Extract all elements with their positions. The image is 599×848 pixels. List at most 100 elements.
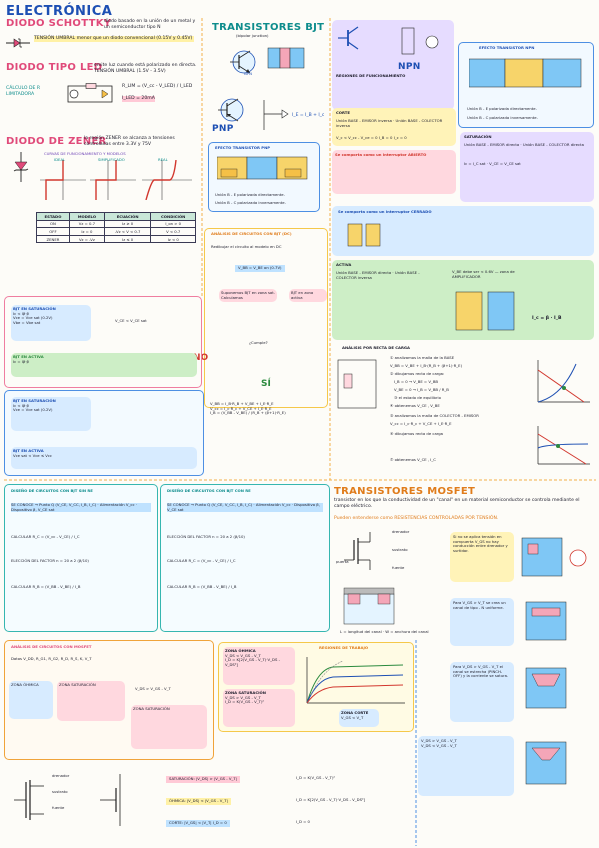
load-line-graph-collector — [537, 426, 590, 465]
interruptor-cerrado-box: Se comporta como un interruptor CERRADO — [332, 206, 594, 256]
efecto-npn-title: EFECTO TRANSISTOR NPN — [479, 45, 535, 50]
led-text: emite luz cuando está polarizado en dire… — [94, 63, 197, 74]
schottky-note: TENSIÓN UMBRAL menor que un diodo conven… — [34, 36, 194, 42]
npn-header-box: NPN REGIONES DE FUNCIONAMIENTO — [332, 20, 454, 110]
mosfet-note-box-3: Para V_DS > V_GS - V_T el canal se estre… — [450, 662, 514, 722]
npn-union-be: Unión B - E polarizada directamente. — [467, 106, 537, 111]
design-given-2: SE CONOCE → Punto Q (V_CE, V_CC, I_B, I_… — [167, 502, 323, 513]
zener-curve-ideal — [40, 160, 86, 200]
bjt-act-line: Vce sat < Vce ≤ Vcc — [13, 452, 53, 458]
zener-text: la región ZENER se alcanza a tensiones c… — [84, 136, 175, 147]
zener-label-simplified: SIMPLIFICADO — [98, 157, 125, 162]
mosfet-analysis-title: ANÁLISIS DE CIRCUITOS CON MOSFET — [11, 644, 92, 649]
summary-formula: I_D = 0 — [296, 819, 310, 824]
bjt-act-line: Ic = Iβ·β — [13, 358, 29, 364]
npn-union-bc: Unión B - C polarizada inversamente. — [467, 115, 538, 120]
saturacion-formula: Ic = I_C sat · V_CE = V_CE sat — [464, 161, 521, 166]
bjt-compare: ¿Cumple? — [249, 340, 268, 345]
mosfet-note-diagram-4 — [525, 741, 567, 785]
bjt-act-title-2: BJT EN ACTIVA — [13, 448, 44, 453]
bjt-layers-diagram — [267, 47, 305, 69]
mosfet-ohmic-formula: I_D = K[2(V_GS - V_T)·V_DS - V_DS²] — [225, 657, 280, 667]
mosfet-sat-label: ZONA SATURACIÓN — [225, 690, 266, 695]
design-step-2: CALCULAR R_C = (V_cc - V_CE) / I_C — [167, 558, 236, 563]
mosfet-terminal-label: sustrato — [392, 547, 408, 552]
bjt-sat-title-2: BJT EN SATURACIÓN — [13, 398, 56, 403]
bjt-sat-line: Vce = Vce sat (0.2V) — [13, 315, 53, 321]
mosfet-bottom-terminal: drenador — [52, 773, 70, 778]
mosfet-note-box-2: Para V_GS > V_T se crea un canal de tipo… — [450, 598, 514, 646]
pnp-union-be: Unión B - E polarizada directamente. — [215, 192, 285, 197]
bjt-act-box-2: BJT EN ACTIVA Vce sat < Vce ≤ Vcc — [11, 447, 197, 469]
npn-label-small: NPN — [244, 71, 252, 76]
efecto-pnp-title: EFECTO TRANSISTOR PNP — [215, 145, 271, 150]
bjt-compare-vce: V_CE < V_CE sat — [115, 318, 147, 323]
load-line-step: ③ el estado de equilibrio — [394, 395, 441, 400]
saturacion-cond: Unión BASE - EMISOR directa · Unión BASE… — [464, 142, 584, 147]
corte-box: CORTE Unión BASE - EMISOR inversa · Unió… — [332, 108, 456, 146]
load-line-title: ANÁLISIS POR RECTA DE CARGA — [342, 345, 410, 350]
mosfet-corte-box: ZONA CORTE V_GS < V_T — [339, 709, 379, 727]
saturacion-label: SATURACIÓN — [464, 134, 492, 139]
design-con-re-title: DISEÑO DE CIRCUITOS CON BJT CON RE — [167, 488, 251, 493]
mosfet-terminal-label: drenador — [392, 529, 410, 534]
mosfet-ohmic-box: ZONA ÓHMICA V_DS < V_GS - V_T I_D = K[2(… — [223, 647, 295, 685]
zener-models-label: CURVAS DE FUNCIONAMIENTO Y MODELOS — [44, 151, 126, 156]
mosfet-ohmic-label: ZONA ÓHMICA — [225, 648, 256, 653]
mosfet-summary: SATURACIÓN: |V_DS| > |V_GS - V_T| ÓHMICA… — [166, 775, 416, 842]
zener-curve-simplified — [90, 160, 136, 200]
interruptor-cerrado-text: Se comporta como un interruptor CERRADO — [338, 209, 432, 214]
mosfet-note: Para V_GS > V_T se crea un canal de tipo… — [453, 600, 506, 610]
corte-label: CORTE — [336, 110, 350, 115]
load-line-step: ⑦ obtenemos V_CE , I_C — [390, 457, 436, 462]
bjt-vbe-box: V_BB = V_BE on (0.7V) — [235, 265, 285, 272]
mosfet-note-box: Si no se aplica tensión en compuerta V_G… — [450, 532, 514, 582]
load-line-step: I_B = 0 → V_BE = V_BB — [394, 379, 439, 384]
design-step-2: CALCULAR R_B = (V_BB - V_BE) / I_B — [167, 584, 237, 589]
bjt-act-box: BJT EN ACTIVA Ic = Iβ·β — [11, 353, 197, 377]
activa-label: ACTIVA — [336, 262, 352, 267]
summary-line: ÓHMICA: |V_DS| < |V_GS - V_T| — [166, 798, 231, 805]
mosfet-sat-cond: V_DS > V_GS - V_T — [421, 738, 457, 743]
load-line-step: ① analizamos la malla de la BASE — [390, 355, 455, 360]
mosfet-bottom-circuit — [100, 774, 121, 826]
bjt-sat-line: Vce = Vce sat (0.2V) — [13, 407, 53, 413]
mosfet-intro-2: Pueden entenderse como RESISTENCIAS CONT… — [334, 516, 499, 521]
mosfet-bottom-terminal: fuente — [52, 805, 65, 810]
bjt-subtitle: (bipolar junction) — [236, 33, 269, 38]
page-title: ELECTRÓNICA — [6, 4, 113, 19]
led-circuit-diagram — [67, 83, 113, 103]
corte-cond: Unión BASE - EMISOR inversa · Unión BASE… — [336, 118, 443, 128]
npn-circuit-diagram — [401, 27, 439, 55]
bjt-act-title: BJT EN ACTIVA — [13, 354, 44, 359]
design-given: SE CONOCE → Punto Q (V_CE, V_CC, I_B, I_… — [11, 502, 151, 513]
mosfet-length-note: L = longitud del canal · W = anchura del… — [340, 629, 429, 634]
efecto-npn-box: EFECTO TRANSISTOR NPN Unión B - E polari… — [458, 42, 594, 128]
load-line-step: ⑥ dibujamos recta de carga — [390, 431, 444, 436]
design-step: ELECCIÓN DEL FACTOR n = 20 a 2 (β/10) — [11, 558, 89, 563]
summary-formula: I_D = K(V_GS - V_T)² — [296, 775, 335, 780]
load-line-section: ANÁLISIS POR RECTA DE CARGA ① analizamos… — [332, 345, 596, 476]
mosfet-structure-diagram — [343, 587, 395, 625]
bjt-analysis-step: Redibujar el circuito al modelo en DC — [211, 244, 282, 249]
load-line-graph-base — [537, 360, 590, 403]
bjt-mid-formulas: V_BB = I_B·R_B + V_BE + I_E·R_E V_cc = I… — [210, 401, 286, 416]
interruptor-abierto-box: Se comporta como un interruptor ABIERTO — [332, 150, 456, 194]
bjt-sat-line: Ic < Iβ·β — [13, 310, 29, 316]
led-circuit-note: CÁLCULO DE R LIMITADORA — [6, 86, 41, 97]
mosfet-note: Si no se aplica tensión en compuerta V_G… — [453, 534, 508, 553]
mosfet-ohmic-left-box: ZONA ÓHMICA — [9, 681, 53, 719]
bjt-state-box-2: BJT EN SATURACIÓN Ic < Iβ·β Vce = Vce sa… — [4, 390, 204, 476]
zener-table: ESTADO MODELO ECUACIÓN CONDICIÓN ON Vz =… — [36, 212, 196, 244]
mosfet-symbol-icon — [344, 532, 371, 570]
mosfet-note-diagram-3 — [525, 667, 567, 709]
table-row: ZENER Vz = -Vz Iz ≤ 0 Iz < 0 — [36, 234, 196, 244]
npn-symbol-large-icon — [338, 26, 359, 50]
activa-cond: Unión BASE - EMISOR directa · Unión BASE… — [336, 270, 420, 280]
summary-formula: I_D = K[2(V_GS - V_T)·V_DS - V_DS²] — [296, 797, 365, 802]
table-cell: Iz < 0 — [150, 234, 196, 244]
corte-formula: V_c < V_cc - V_ce = 0 I_B = 0 I_c = 0 — [336, 135, 407, 140]
load-line-step: ⑤ analizamos la malla de COLECTOR - EMIS… — [390, 413, 479, 418]
design-step: CALCULAR R_B = (V_BB - V_BE) / I_B — [11, 584, 81, 589]
